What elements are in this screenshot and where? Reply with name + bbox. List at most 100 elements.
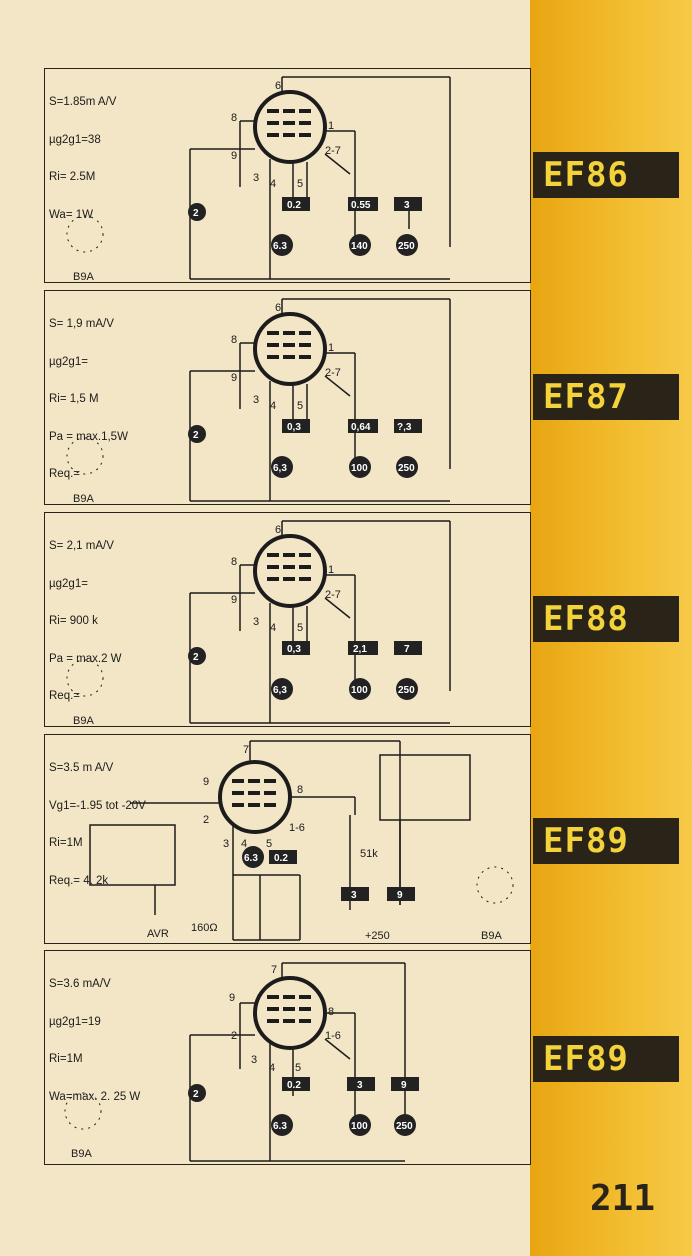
resistor-label: 51k <box>360 848 378 860</box>
pin-label: 3 <box>253 172 259 184</box>
pin-label: 6 <box>275 302 281 314</box>
badge-value: 0,3 <box>287 644 301 655</box>
value-badge <box>348 641 378 655</box>
pin-label: 2-7 <box>325 145 341 157</box>
pin-label: 3 <box>223 838 229 850</box>
spec-line: Wa=max. 2. 25 W <box>49 1090 141 1103</box>
schematic: 7 9 2 8 1-6 3 4 5 6.3 0.2 3 9 51k 160Ω A… <box>89 740 514 942</box>
spec-line: Ri= 1,5 M <box>49 393 99 405</box>
tube-envelope <box>253 534 327 608</box>
value-badge <box>391 1077 419 1091</box>
pin-label: 7 <box>271 964 277 976</box>
badge-value: 3 <box>404 200 410 211</box>
badge-value: 0.2 <box>274 853 288 864</box>
socket-diagram-icon <box>64 1092 102 1130</box>
badge-value: 0.2 <box>287 1080 301 1091</box>
value-badge <box>282 1077 310 1091</box>
badge-value: 0,64 <box>351 422 371 433</box>
meter-value: 6,3 <box>273 685 287 696</box>
pin-label: 1-6 <box>325 1030 341 1042</box>
badge-value: 3 <box>357 1080 363 1091</box>
socket-label: B9A <box>73 271 94 283</box>
pin-label: 1-6 <box>289 822 305 834</box>
pin-label: 2 <box>231 1030 237 1042</box>
meter-icon <box>396 678 418 700</box>
spec-line: µg2g1= <box>49 577 88 590</box>
badge-value: 0,3 <box>287 422 301 433</box>
battery-value: 2 <box>193 430 199 441</box>
pin-label: 4 <box>241 838 247 850</box>
meter-value: 250 <box>398 463 415 474</box>
badge-value: 9 <box>401 1080 407 1091</box>
tube-envelope <box>253 312 327 386</box>
tube-panel-ef89: S=3.6 mA/V µg2g1=19 Ri=1M Wa=max. 2. 25 … <box>44 950 531 1165</box>
tube-tab-ef86: EF86 <box>533 152 679 198</box>
spec-line: S= 1,9 mA/V <box>49 318 114 330</box>
value-badge <box>394 641 422 655</box>
pin-label: 4 <box>270 400 276 412</box>
meter-icon <box>242 846 264 868</box>
specs-block: S= 1,9 mA/V µg2g1= Ri= 1,5 M Pa = max.1,… <box>49 293 128 506</box>
spec-line: Req.= <box>49 690 81 702</box>
spec-line: µg2g1= <box>49 355 88 368</box>
badge-value: 7 <box>404 644 410 655</box>
specs-block: S=3.6 mA/V µg2g1=19 Ri=1M Wa=max. 2. 25 … <box>49 953 140 1128</box>
tube-tab-ef89-a: EF89 <box>533 818 679 864</box>
pin-label: 9 <box>229 992 235 1004</box>
pin-label: 1 <box>328 564 334 576</box>
spec-line: Ri= 2.5M <box>49 171 96 183</box>
value-badge <box>269 850 297 864</box>
battery-value: 2 <box>193 208 199 219</box>
pin-label: 1 <box>328 120 334 132</box>
badge-value: 9 <box>397 890 403 901</box>
schematic: 6 8 9 1 2-7 3 4 5 2 0,3 2,1 7 6,3 100 25… <box>66 520 451 727</box>
value-badge <box>347 1077 375 1091</box>
socket-diagram-icon <box>476 866 514 904</box>
pin-label: 1 <box>328 342 334 354</box>
meter-value: 6.3 <box>273 1121 287 1132</box>
pin-label: 2-7 <box>325 589 341 601</box>
pin-label: 5 <box>297 622 303 634</box>
pin-label: 6 <box>275 524 281 536</box>
meter-icon <box>271 456 293 478</box>
meter-icon <box>396 234 418 256</box>
value-badge <box>341 887 369 901</box>
tube-envelope <box>253 976 327 1050</box>
spec-line: Wa= 1W <box>49 208 93 221</box>
tube-envelope <box>253 90 327 164</box>
value-badge <box>394 419 422 433</box>
pin-label: 3 <box>253 616 259 628</box>
value-badge <box>348 197 378 211</box>
pin-label: 9 <box>231 150 237 162</box>
value-badge <box>282 641 310 655</box>
meter-value: 6.3 <box>244 853 258 864</box>
spec-line: µg2g1=19 <box>49 1015 101 1028</box>
tube-envelope <box>218 760 292 834</box>
socket-diagram-icon <box>66 437 104 475</box>
meter-icon <box>271 1114 293 1136</box>
socket-diagram-icon <box>66 215 104 253</box>
spec-line: Ri=1M <box>49 837 83 849</box>
battery-icon <box>188 647 206 665</box>
meter-value: 140 <box>351 241 368 252</box>
spec-line: S=3.6 mA/V <box>49 978 111 990</box>
meter-icon <box>349 678 371 700</box>
pin-label: 5 <box>297 178 303 190</box>
pin-label: 9 <box>231 372 237 384</box>
meter-icon <box>349 234 371 256</box>
meter-value: 250 <box>398 685 415 696</box>
pin-label: 5 <box>266 838 272 850</box>
battery-value: 2 <box>193 1089 199 1100</box>
meter-value: 100 <box>351 1121 368 1132</box>
meter-icon <box>349 1114 371 1136</box>
tube-panel-ef87: S= 1,9 mA/V µg2g1= Ri= 1,5 M Pa = max.1,… <box>44 290 531 505</box>
socket-label: B9A <box>481 930 502 942</box>
spec-line: Req.= 4. 2k <box>49 874 109 887</box>
tube-panel-ef89-amplifier: S=3.5 m A/V Vg1=-1.95 tot -20V Ri=1M Req… <box>44 734 531 944</box>
socket-label: B9A <box>71 1148 92 1160</box>
spec-line: µg2g1=38 <box>49 133 101 146</box>
pin-label: 8 <box>231 112 237 124</box>
supply-label: +250 <box>365 930 390 942</box>
pin-label: 9 <box>203 776 209 788</box>
pin-label: 3 <box>253 394 259 406</box>
